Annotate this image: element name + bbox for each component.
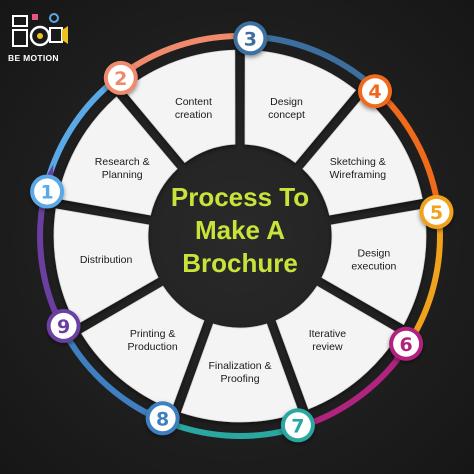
step-label-line: Production	[127, 341, 177, 353]
step-number: 4	[368, 81, 381, 103]
step-label-line: Iterative	[309, 328, 347, 340]
step-label-line: Planning	[102, 169, 143, 181]
step-number-badge: 3	[233, 21, 268, 56]
step-label: Printing &Production	[127, 328, 177, 353]
step-label-line: review	[312, 341, 343, 353]
step-segment	[302, 96, 423, 216]
badge-core	[107, 64, 134, 91]
step-label-line: Finalization &	[208, 360, 271, 372]
step-number-badge: 6	[389, 326, 424, 361]
step-label-line: Design	[358, 248, 391, 260]
step-segment	[275, 285, 399, 410]
step-number: 9	[57, 316, 70, 338]
step-label-line: Wireframing	[330, 169, 387, 181]
title-line: Process To	[171, 182, 309, 212]
step-number-badge: 9	[46, 308, 81, 343]
step-segment	[53, 208, 159, 326]
step-segment	[180, 323, 300, 423]
step-number-badge: 5	[419, 194, 454, 229]
badge-core	[284, 412, 311, 439]
step-number: 3	[244, 28, 257, 50]
step-label-line: Proofing	[220, 373, 259, 385]
step-label-line: Design	[270, 96, 303, 108]
step-number-badge: 8	[145, 401, 180, 436]
step-number-badge: 2	[103, 60, 138, 95]
step-segment	[57, 96, 178, 216]
title-line: Make A	[195, 215, 285, 245]
step-badges: 1 2 3 4 5 6 7 8 9	[30, 21, 454, 443]
step-label-line: Printing &	[130, 328, 176, 340]
step-label-line: creation	[175, 109, 213, 121]
step-label: Research &Planning	[95, 156, 150, 181]
step-label: Finalization &Proofing	[208, 360, 271, 385]
step-number-badge: 1	[30, 174, 65, 209]
step-number: 5	[430, 202, 443, 224]
step-number: 1	[40, 182, 53, 204]
step-label-line: Sketching &	[330, 156, 386, 168]
be-motion-logo	[10, 8, 70, 60]
step-segment	[123, 49, 236, 163]
step-segment	[244, 49, 357, 163]
logo-mark-icon	[12, 13, 68, 47]
badge-core	[34, 178, 61, 205]
badge-core	[149, 405, 176, 432]
step-segment	[81, 285, 205, 410]
step-label-line: Distribution	[80, 254, 133, 266]
badge-core	[393, 330, 420, 357]
step-segment	[321, 208, 427, 326]
step-label-line: concept	[268, 109, 305, 121]
logo-text: BE MOTION	[8, 53, 59, 63]
step-label-line: Research &	[95, 156, 150, 168]
badge-core	[423, 198, 450, 225]
step-number: 8	[156, 408, 169, 430]
ring-arc	[163, 418, 290, 439]
step-number: 6	[399, 334, 412, 356]
step-label: Sketching &Wireframing	[330, 156, 387, 181]
step-number-badge: 7	[280, 408, 315, 443]
badge-core	[362, 78, 388, 105]
badge-core	[50, 312, 77, 339]
step-number: 2	[114, 68, 127, 90]
step-number: 7	[291, 415, 304, 437]
badge-core	[237, 25, 264, 52]
step-label: Distribution	[80, 254, 133, 266]
title-line: Brochure	[182, 248, 298, 278]
step-label-line: execution	[351, 261, 396, 273]
step-label-line: Content	[175, 96, 212, 108]
step-number-badge: 4	[358, 74, 392, 109]
